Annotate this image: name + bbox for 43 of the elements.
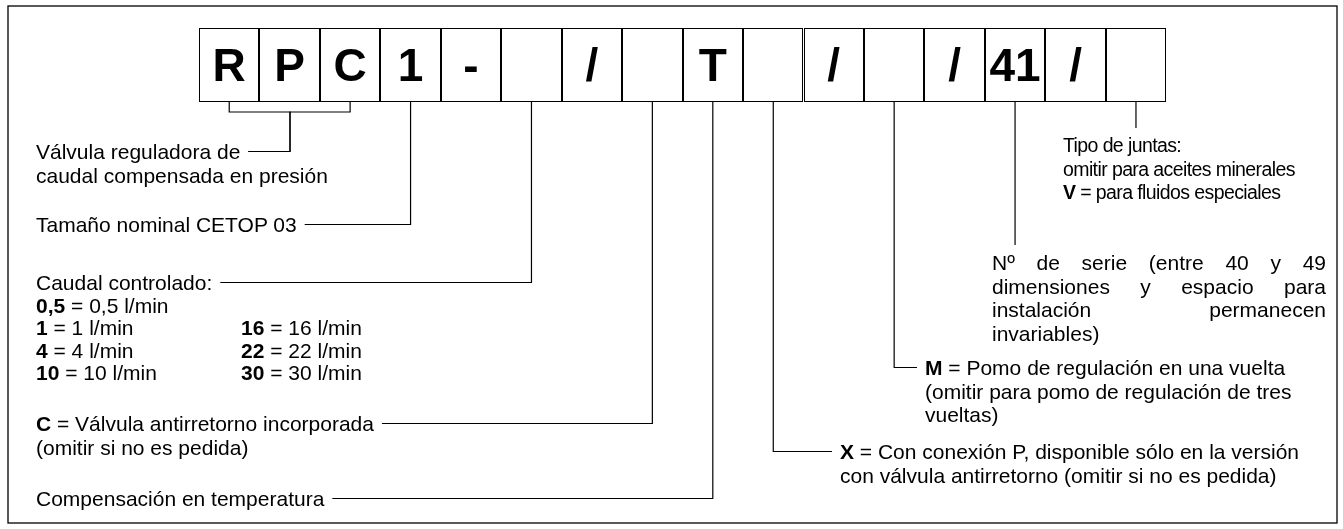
option-text: 16 = 16 l/min — [241, 317, 363, 340]
option-text: omitir para aceites minerales — [1063, 157, 1296, 181]
code-cell: / — [803, 28, 864, 102]
option-text: 4 = 4 l/min — [36, 339, 135, 362]
empty-code-cell — [743, 28, 804, 102]
empty-code-cell — [622, 28, 683, 102]
description-text: Válvula reguladora de caudal compensada en presión — [36, 140, 336, 187]
code-cell: P — [259, 28, 320, 102]
description-text: Tamaño nominal CETOP 03 — [36, 213, 316, 237]
option-text: 0,5 = 0,5 l/min — [36, 294, 170, 317]
code-cell: / — [924, 28, 985, 102]
heading-text: Caudal controlado: — [36, 272, 214, 295]
empty-code-cell — [1105, 28, 1167, 102]
code-cell: C — [319, 28, 381, 102]
option-text: 10 = 10 l/min — [36, 362, 158, 385]
description-text: M = Pomo de regulación en una vuelta (omitir para pomo de regulación de tres vueltas) — [925, 356, 1325, 427]
code-cell: T — [682, 28, 744, 102]
description-text: X = Con conexión P, disponible sólo en la versión con válvula antirretorno (omitir si no es pedida) — [840, 440, 1335, 487]
code-cell: 1 — [380, 28, 441, 102]
description-text: Compensación en temperatura — [36, 487, 336, 511]
code-cell: / — [1045, 28, 1106, 102]
leader-line — [893, 101, 918, 369]
code-cell: R — [199, 28, 260, 102]
leader-line — [331, 101, 714, 500]
empty-code-cell — [501, 28, 562, 102]
empty-code-cell — [863, 28, 925, 102]
option-text: 1 = 1 l/min — [36, 317, 135, 340]
leader-line — [1014, 101, 1016, 246]
leader-line — [247, 101, 351, 153]
leader-line — [219, 101, 533, 284]
leader-line — [772, 101, 833, 453]
code-cell: - — [440, 28, 502, 102]
option-text: V = para fluidos especiales — [1063, 181, 1282, 205]
code-cell: 41 — [984, 28, 1046, 102]
option-text: 30 = 30 l/min — [241, 362, 363, 385]
code-cell: / — [561, 28, 623, 102]
leader-line — [381, 101, 653, 425]
leader-line — [304, 101, 412, 226]
heading-text: Tipo de juntas: — [1063, 134, 1183, 158]
leader-line — [1135, 101, 1137, 129]
description-text: C = Válvula antirretorno incorporada (omitir si no es pedida) — [36, 412, 386, 459]
option-text: 22 = 22 l/min — [241, 339, 363, 362]
description-text: Nº de serie (entre 40 y 49 dimensiones y espacio para instalación permanecen invariables) — [992, 251, 1326, 345]
